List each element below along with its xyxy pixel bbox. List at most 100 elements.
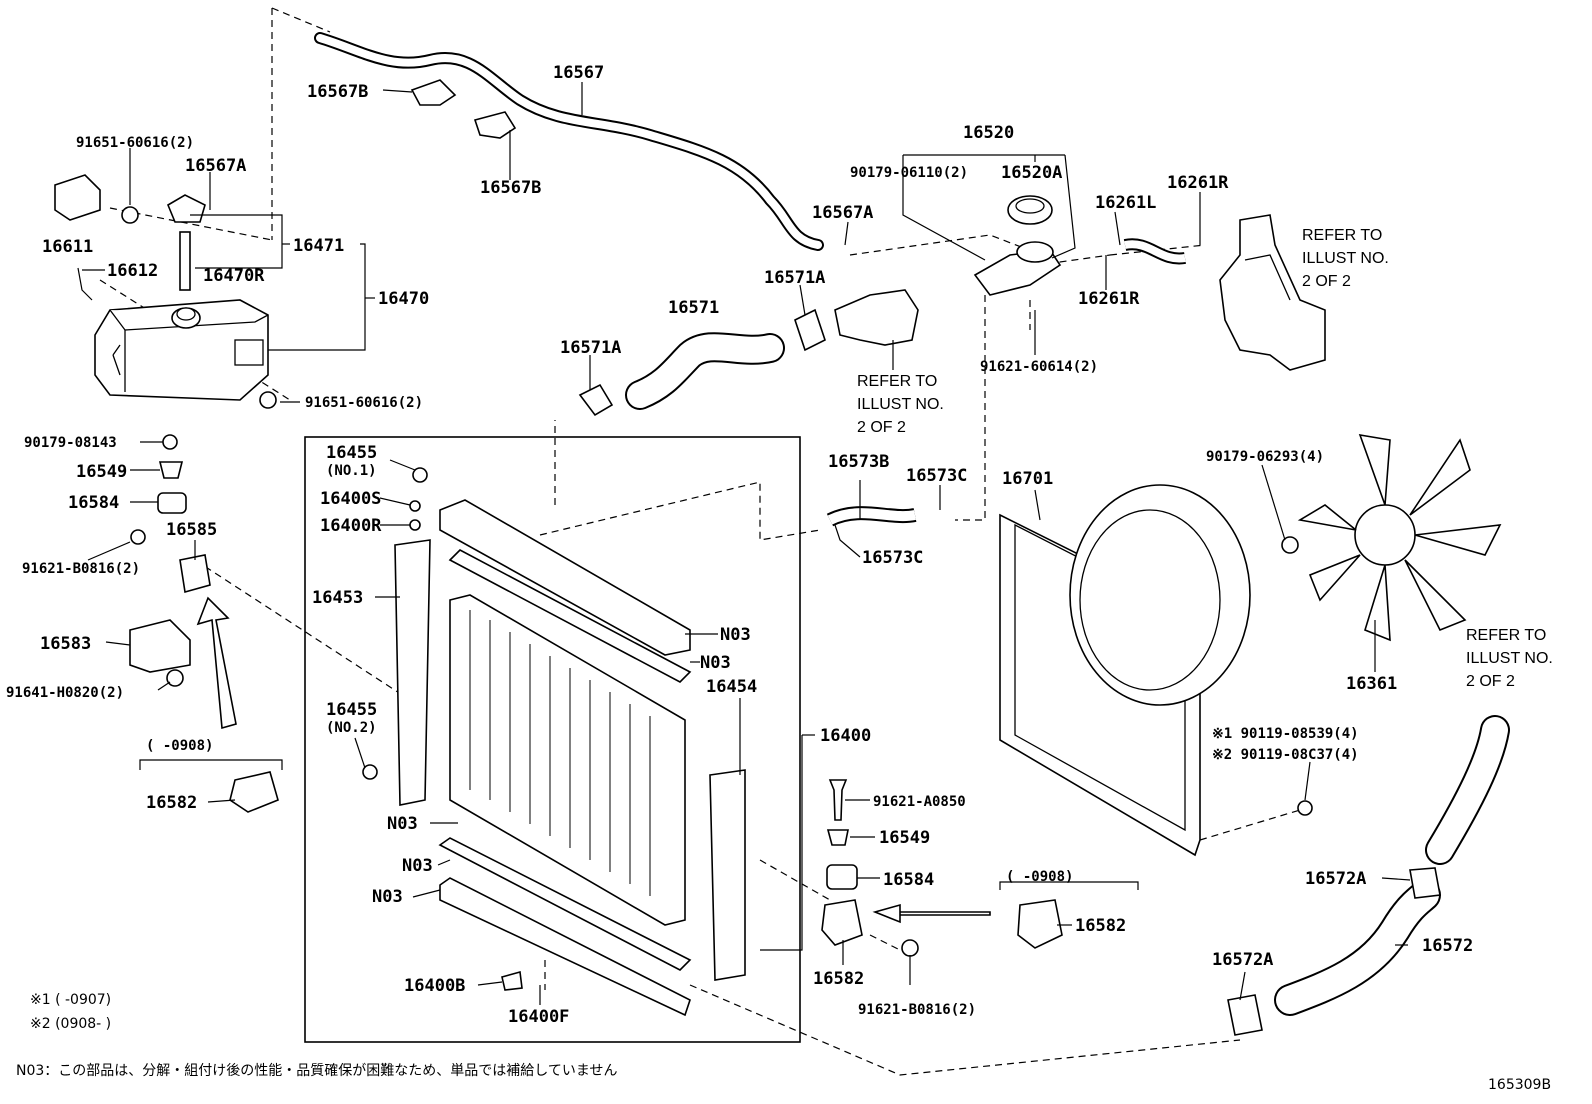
upper-gasket <box>448 549 692 683</box>
label-16567b-bottom: 16567B <box>480 178 541 198</box>
part-labels: 16567B 16567 16567B 91651-60616(2) 16567… <box>6 63 1473 1027</box>
label-91621-b0816-left: 91621-B0816(2) <box>22 561 140 577</box>
lower-gasket <box>438 837 692 971</box>
label-16455-no1: 16455 <box>326 443 377 463</box>
assembly-arrow-right <box>872 903 991 924</box>
upper-tank <box>439 499 691 656</box>
label-16470r: 16470R <box>203 266 265 286</box>
label-16400: 16400 <box>820 726 871 746</box>
cooling-fan-16361 <box>1297 433 1502 642</box>
label-16582-mid: 16582 <box>813 969 864 989</box>
label-16584-left: 16584 <box>68 493 119 513</box>
bracket-16585 <box>179 554 211 594</box>
label-16612: 16612 <box>107 261 158 281</box>
label-16582-left: 16582 <box>146 793 197 813</box>
cushion-16584-right <box>826 864 858 890</box>
bracket-16582-mid <box>821 899 863 946</box>
thermostat-housing <box>1219 214 1326 371</box>
clamp-16572a-bottom <box>1227 994 1263 1036</box>
label-16520a: 16520A <box>1001 163 1062 183</box>
label-16549-right: 16549 <box>879 828 930 848</box>
label-n03-c: N03 <box>387 814 418 834</box>
label-90179-06110: 90179-06110(2) <box>850 165 968 181</box>
cushion-16584-left <box>157 492 187 514</box>
label-16400f: 16400F <box>508 1007 569 1027</box>
clip-16567b-bottom <box>473 111 517 139</box>
label-90119-08c37: ※2 90119-08C37(4) <box>1212 747 1359 763</box>
label-16567: 16567 <box>553 63 604 83</box>
clamp-16571a-top <box>794 308 826 352</box>
leader-lines <box>82 82 1411 1005</box>
label-16261r-bottom: 16261R <box>1078 289 1140 309</box>
label-16400r: 16400R <box>320 516 382 536</box>
refer-note-top-right: REFER TO ILLUST NO. 2 OF 2 <box>1302 227 1389 290</box>
side-bracket-16453 <box>394 539 431 806</box>
cap-16471 <box>166 194 206 223</box>
label-16572a-bottom: 16572A <box>1212 950 1273 970</box>
clamp-16572a-top <box>1409 867 1441 899</box>
illustration-code: 165309B <box>1488 1077 1551 1093</box>
label-16611: 16611 <box>42 237 93 257</box>
date-range-right: ( -0908) <box>1006 869 1073 885</box>
label-16573c-bottom: 16573C <box>862 548 923 568</box>
svg-text:REFER TO: REFER TO <box>857 373 937 390</box>
label-16549-left: 16549 <box>76 462 127 482</box>
label-n03-a: N03 <box>720 625 751 645</box>
label-16572: 16572 <box>1422 936 1473 956</box>
cushion-16549-right <box>826 829 849 846</box>
label-16261r-top: 16261R <box>1167 173 1229 193</box>
label-16583: 16583 <box>40 634 91 654</box>
label-16573b: 16573B <box>828 452 889 472</box>
label-16582-right: 16582 <box>1075 916 1126 936</box>
cushion-16549-left <box>158 461 184 479</box>
date-range-left: ( -0908) <box>146 738 213 754</box>
bracket-16582-right <box>1017 899 1063 949</box>
radiator-assembly-box <box>304 436 801 1043</box>
bolt-91621-a0850 <box>828 779 848 821</box>
bracket-16611 <box>54 174 101 221</box>
label-n03-d: N03 <box>402 856 433 876</box>
label-90179-06293: 90179-06293(4) <box>1206 449 1324 465</box>
label-16361: 16361 <box>1346 674 1397 694</box>
support-16583 <box>129 619 191 673</box>
clamp-16571a-left <box>578 383 614 417</box>
label-16573c-top: 16573C <box>906 466 967 486</box>
footnote-n03: N03：この部品は、分解・組付け後の性能・品質確保が困難なため、単品では補給して… <box>16 1063 617 1079</box>
label-90119-08539: ※1 90119-08539(4) <box>1212 726 1359 742</box>
radiator-core <box>449 594 686 926</box>
label-16455-no2-sub: (NO.2) <box>326 720 377 736</box>
label-16471: 16471 <box>293 236 344 256</box>
label-91621-a0850: 91621-A0850 <box>873 794 966 810</box>
label-n03-b: N03 <box>700 653 731 673</box>
tube-16470r <box>179 231 191 291</box>
label-16567b-top: 16567B <box>307 82 368 102</box>
label-16571a-top: 16571A <box>764 268 825 288</box>
bolt-91651-top <box>121 206 139 224</box>
label-16400s: 16400S <box>320 489 381 509</box>
label-91621-b0816-right: 91621-B0816(2) <box>858 1002 976 1018</box>
label-16571a-left: 16571A <box>560 338 621 358</box>
label-91651-top: 91651-60616(2) <box>76 135 194 151</box>
label-16571: 16571 <box>668 298 719 318</box>
label-16400b: 16400B <box>404 976 465 996</box>
label-16454: 16454 <box>706 677 757 697</box>
svg-text:REFER TO: REFER TO <box>1302 227 1382 244</box>
svg-text:ILLUST NO.: ILLUST NO. <box>857 396 944 413</box>
label-16453: 16453 <box>312 588 363 608</box>
refer-note-middle: REFER TO ILLUST NO. 2 OF 2 <box>857 373 944 436</box>
footnote-mark2: ※2 (0908- ) <box>30 1016 111 1032</box>
clip-16567b-top <box>410 79 457 106</box>
label-16585: 16585 <box>166 520 217 540</box>
lower-tank <box>439 877 691 1017</box>
svg-text:REFER TO: REFER TO <box>1466 627 1546 644</box>
label-16572a-top: 16572A <box>1305 869 1366 889</box>
refer-note-right: REFER TO ILLUST NO. 2 OF 2 <box>1466 627 1553 690</box>
label-16470: 16470 <box>378 289 429 309</box>
label-n03-e: N03 <box>372 887 403 907</box>
label-16567a-mid: 16567A <box>812 203 873 223</box>
bracket-16582-left <box>229 771 279 813</box>
label-16584-right: 16584 <box>883 870 934 890</box>
label-16455-no1-sub: (NO.1) <box>326 463 377 479</box>
nut-90179-08143 <box>162 434 178 450</box>
